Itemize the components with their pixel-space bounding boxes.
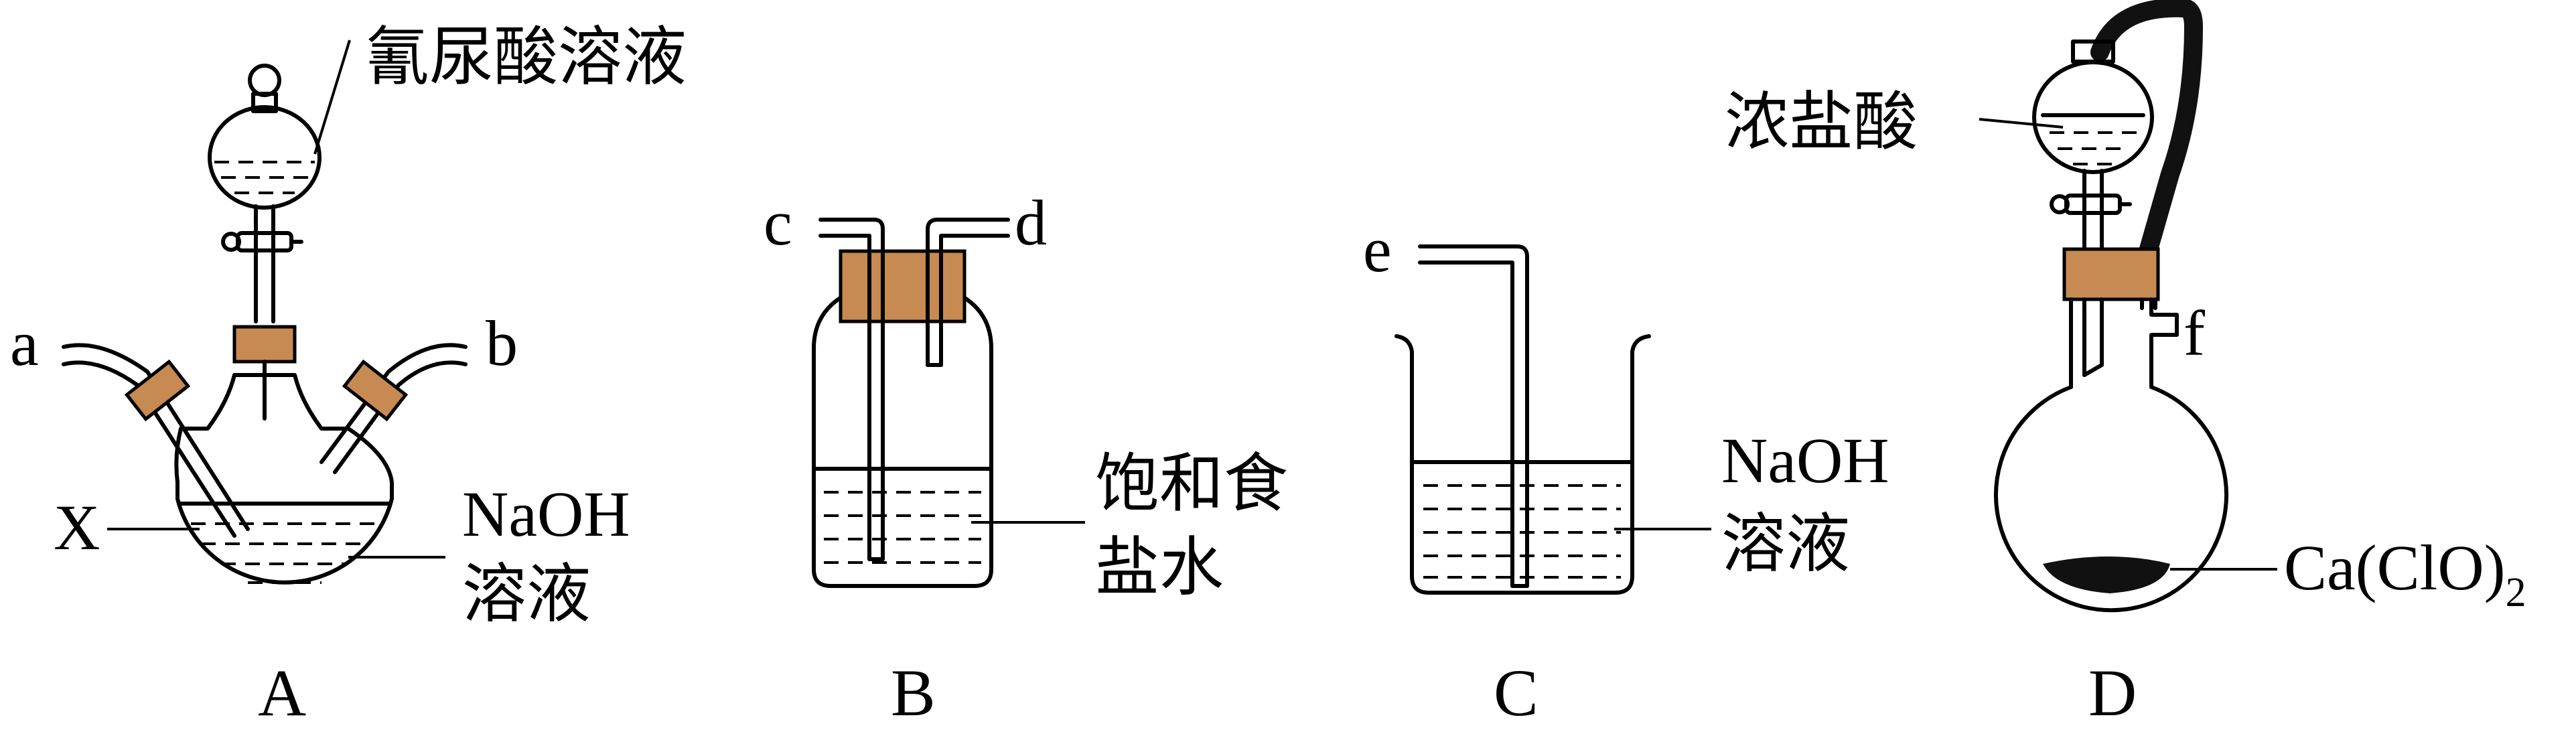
apparatus-a: 氰尿酸溶液 a b X NaOH 溶液 A — [10, 19, 687, 730]
rubber-tube — [2090, 0, 2204, 258]
stopper-d — [2062, 247, 2160, 301]
caption-a: A — [258, 656, 306, 730]
apparatus-c: e NaOH 溶液 C — [1363, 214, 1889, 730]
solid-caclo2 — [2043, 557, 2170, 593]
stopper-a-center — [232, 325, 297, 364]
b-liquid-label-1: 饱和食 — [1095, 446, 1288, 521]
stopper-a-right — [342, 359, 409, 422]
port-d-label: d — [1015, 187, 1047, 258]
caption-c: C — [1494, 656, 1539, 730]
stopper-a-left — [124, 359, 191, 422]
solid-label: Ca(ClO)2 — [2284, 532, 2526, 615]
b-liquid-label-2: 盐水 — [1095, 530, 1224, 605]
round-bottom-flask — [1994, 385, 2228, 613]
tube-x-label: X — [54, 492, 100, 563]
a-liquid-label-1: NaOH — [462, 478, 630, 550]
port-b-label: b — [486, 307, 518, 379]
beaker — [1394, 334, 1651, 595]
funnel-d-label: 浓盐酸 — [1725, 84, 1918, 159]
c-liquid-label-2: 溶液 — [1721, 506, 1850, 581]
port-e-label: e — [1363, 214, 1392, 285]
three-neck-flask — [174, 373, 394, 585]
caption-d: D — [2088, 656, 2137, 730]
apparatus-b: c d 饱和食 盐水 B — [764, 187, 1288, 730]
a-liquid-label-2: 溶液 — [462, 557, 591, 632]
port-c-label: c — [764, 187, 792, 258]
apparatus-d: 浓盐酸 f Ca(ClO)2 D — [1725, 0, 2526, 730]
caption-b: B — [891, 656, 936, 730]
port-f-label: f — [2184, 297, 2205, 369]
funnel-d — [2032, 40, 2154, 251]
c-liquid-label-1: NaOH — [1721, 425, 1889, 496]
funnel-a — [208, 64, 321, 323]
gas-washing-bottle — [812, 286, 993, 588]
funnel-a-label: 氰尿酸溶液 — [365, 19, 687, 94]
port-a-label: a — [10, 307, 39, 379]
stopper-b — [839, 249, 967, 323]
